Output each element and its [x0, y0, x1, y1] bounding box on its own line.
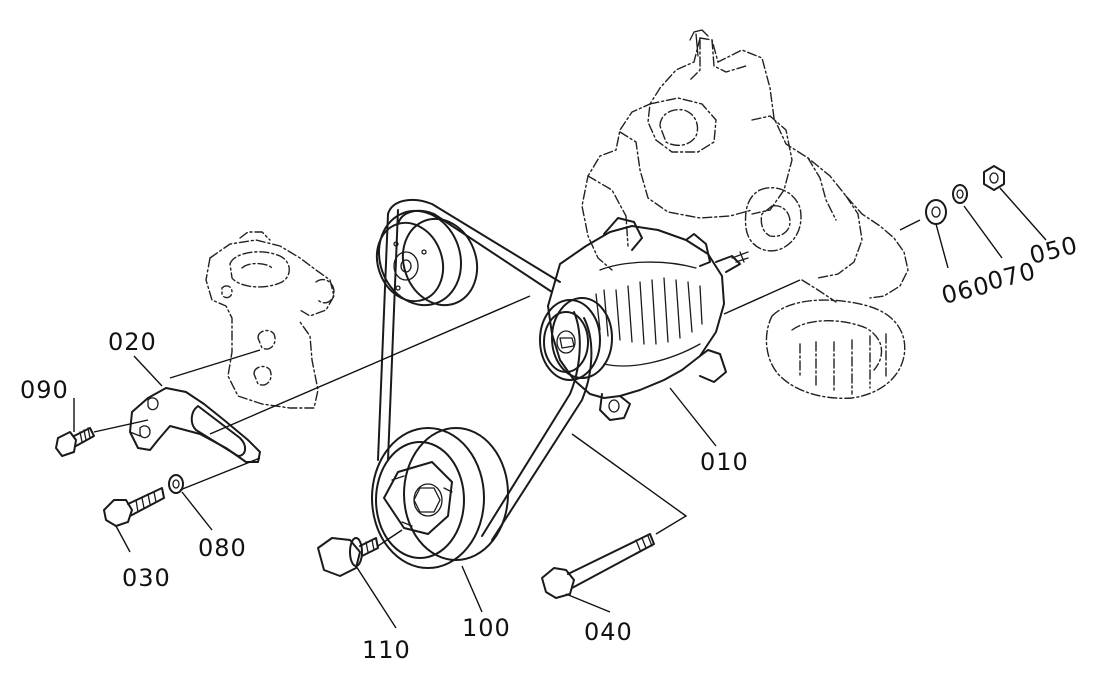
- label-050: 050: [1027, 231, 1081, 270]
- alternator-010: [539, 217, 749, 421]
- washer-060: [925, 199, 947, 225]
- washer-080: [168, 474, 184, 494]
- label-090: 090: [20, 376, 69, 404]
- bolt-040: [541, 533, 655, 599]
- washer-070: [952, 184, 968, 204]
- flange-bolt-110: [317, 537, 379, 577]
- label-040: 040: [584, 618, 633, 646]
- label-110: 110: [362, 636, 411, 664]
- v-belt: [377, 198, 593, 541]
- bolt-030: [103, 487, 165, 527]
- label-030: 030: [122, 564, 171, 592]
- crank-pulley-100: [371, 427, 509, 569]
- label-020: 020: [108, 328, 157, 356]
- label-060: 060: [939, 271, 993, 310]
- assembly-lines: [93, 219, 921, 547]
- nut-050: [983, 165, 1005, 191]
- label-100: 100: [462, 614, 511, 642]
- label-080: 080: [198, 534, 247, 562]
- upper-pulley: [375, 209, 479, 307]
- water-pump-housing-phantom: [205, 231, 335, 409]
- callout-leaders: [73, 187, 1047, 629]
- engine-block-phantom: [581, 29, 909, 399]
- bracket-020: [129, 387, 261, 463]
- label-010: 010: [700, 448, 749, 476]
- bolt-090: [55, 427, 95, 457]
